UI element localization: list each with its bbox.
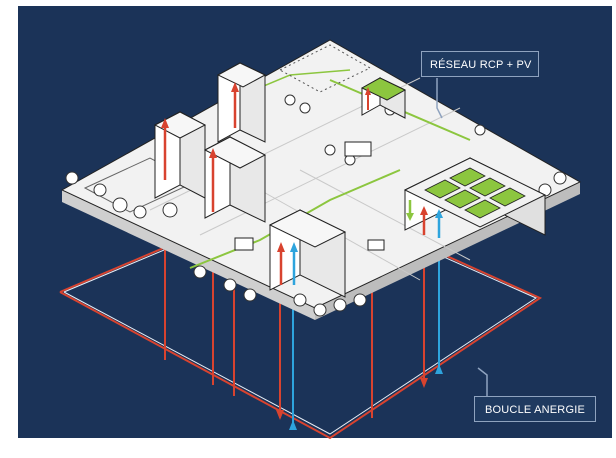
arrow-up-icon xyxy=(277,242,285,252)
trees xyxy=(65,94,567,317)
arrow-up-icon xyxy=(161,118,169,128)
tree-icon xyxy=(299,102,311,114)
arrow-up-icon xyxy=(209,148,217,158)
tree-icon xyxy=(133,205,147,219)
tree-icon xyxy=(474,124,486,136)
tree-icon xyxy=(324,144,336,156)
arrow-down-icon xyxy=(406,213,414,221)
vehicles xyxy=(234,141,385,251)
car-icon xyxy=(367,239,385,251)
network-label: RÉSEAU RCP + PV xyxy=(421,51,539,77)
tree-icon xyxy=(243,288,257,302)
arrow-up-icon xyxy=(435,209,443,218)
car-icon xyxy=(344,141,372,157)
tree-icon xyxy=(162,202,178,218)
car-icon xyxy=(234,237,254,251)
tree-icon xyxy=(223,278,237,292)
industrial-building xyxy=(403,157,547,238)
tree-icon xyxy=(293,293,307,307)
office-building xyxy=(268,209,347,298)
arrow-up-icon xyxy=(435,364,443,374)
anergy-loop-label: BOUCLE ANERGIE xyxy=(474,396,596,422)
tree-icon xyxy=(333,298,347,312)
small-house xyxy=(360,77,407,119)
solar-panel-icon xyxy=(360,77,407,101)
apartment-building xyxy=(153,111,207,199)
arrow-down-icon xyxy=(420,378,428,388)
tree-icon xyxy=(65,171,79,185)
arrow-up-icon xyxy=(290,242,298,252)
arrow-down-icon xyxy=(276,410,284,420)
apartment-building xyxy=(216,62,267,143)
tree-icon xyxy=(284,94,296,106)
arrow-up-icon xyxy=(365,87,371,95)
tree-icon xyxy=(353,293,367,307)
platform-side-left xyxy=(62,190,315,320)
apartment-building xyxy=(203,136,267,223)
tree-icon xyxy=(93,183,107,197)
callout-line-loop xyxy=(477,367,488,396)
road xyxy=(199,107,461,236)
arrow-up-icon xyxy=(289,420,297,430)
solar-panel-icon xyxy=(424,167,526,219)
road xyxy=(299,169,471,261)
tree-icon xyxy=(112,197,128,213)
arrow-up-icon xyxy=(420,206,428,215)
arrow-up-icon xyxy=(231,82,239,92)
tree-icon xyxy=(553,171,567,185)
tree-icon xyxy=(313,303,327,317)
callout-line-network xyxy=(436,78,443,119)
tree-icon xyxy=(193,265,207,279)
